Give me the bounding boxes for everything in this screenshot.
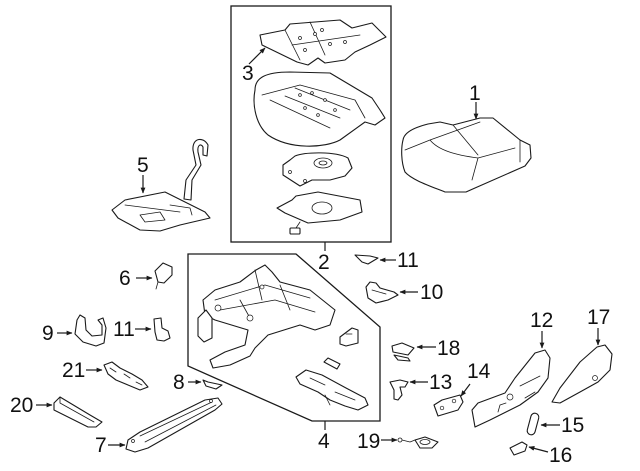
part-11-cover-cap[interactable] — [153, 317, 171, 342]
callout-16: 16 — [549, 444, 572, 467]
callout-11-left: 11 — [113, 318, 135, 341]
part-8-clip[interactable] — [202, 379, 223, 390]
callout-10: 10 — [420, 281, 443, 304]
part-9-bracket[interactable] — [74, 314, 107, 347]
callout-labels: 1 2 3 4 5 6 7 8 9 10 11 11 12 13 14 15 1… — [10, 62, 610, 467]
group-box-4 — [187, 253, 381, 430]
part-13-clip-bracket[interactable] — [389, 379, 409, 401]
part-1-cushion-cover[interactable] — [401, 117, 532, 193]
part-5-seat-pan-cover[interactable] — [111, 138, 211, 232]
callout-9: 9 — [42, 322, 54, 345]
callout-14: 14 — [467, 360, 491, 383]
part-16-knob[interactable] — [509, 441, 528, 456]
part-20-control-module[interactable] — [53, 396, 103, 428]
part-19-sensor-pad[interactable] — [397, 436, 439, 449]
callout-7: 7 — [95, 434, 107, 457]
part-11-trim-clip[interactable] — [354, 254, 379, 265]
callout-2: 2 — [318, 251, 330, 274]
callout-3: 3 — [242, 62, 254, 85]
part-track-connector[interactable] — [339, 327, 359, 347]
part-12-side-shield[interactable] — [471, 349, 551, 428]
callout-15: 15 — [561, 414, 584, 437]
callout-12: 12 — [530, 309, 553, 332]
callout-19: 19 — [357, 430, 380, 453]
part-sensor-mat[interactable] — [276, 191, 363, 235]
part-seat-frame[interactable] — [197, 264, 336, 369]
part-6-lever-knob[interactable] — [154, 262, 173, 290]
callout-6: 6 — [119, 267, 131, 290]
part-track-clip[interactable] — [323, 357, 341, 370]
part-3-heater-mat[interactable] — [259, 19, 387, 66]
callout-4: 4 — [318, 430, 330, 453]
callout-1: 1 — [469, 82, 481, 105]
callout-18: 18 — [437, 337, 460, 360]
callout-17: 17 — [587, 306, 610, 329]
leader-lines — [36, 47, 601, 453]
callout-13: 13 — [429, 371, 452, 394]
part-cushion-pad[interactable] — [253, 71, 386, 147]
group-box-2 — [230, 5, 392, 251]
part-sensor-plate[interactable] — [282, 152, 353, 187]
callout-8: 8 — [173, 371, 185, 394]
part-21-wire-harness-clip[interactable] — [103, 361, 149, 391]
part-10-switch-bracket[interactable] — [365, 281, 399, 304]
part-7-track-cover[interactable] — [125, 397, 223, 453]
part-15-knob[interactable] — [526, 412, 540, 436]
part-14-plate[interactable] — [433, 394, 464, 417]
callout-11-right: 11 — [397, 249, 419, 272]
part-18-nut-clip[interactable] — [391, 342, 415, 362]
callout-20: 20 — [10, 394, 33, 417]
callout-5: 5 — [137, 154, 149, 177]
part-17-outer-shield[interactable] — [551, 344, 613, 404]
callout-21: 21 — [62, 359, 85, 382]
part-power-track-motor[interactable] — [295, 369, 369, 411]
